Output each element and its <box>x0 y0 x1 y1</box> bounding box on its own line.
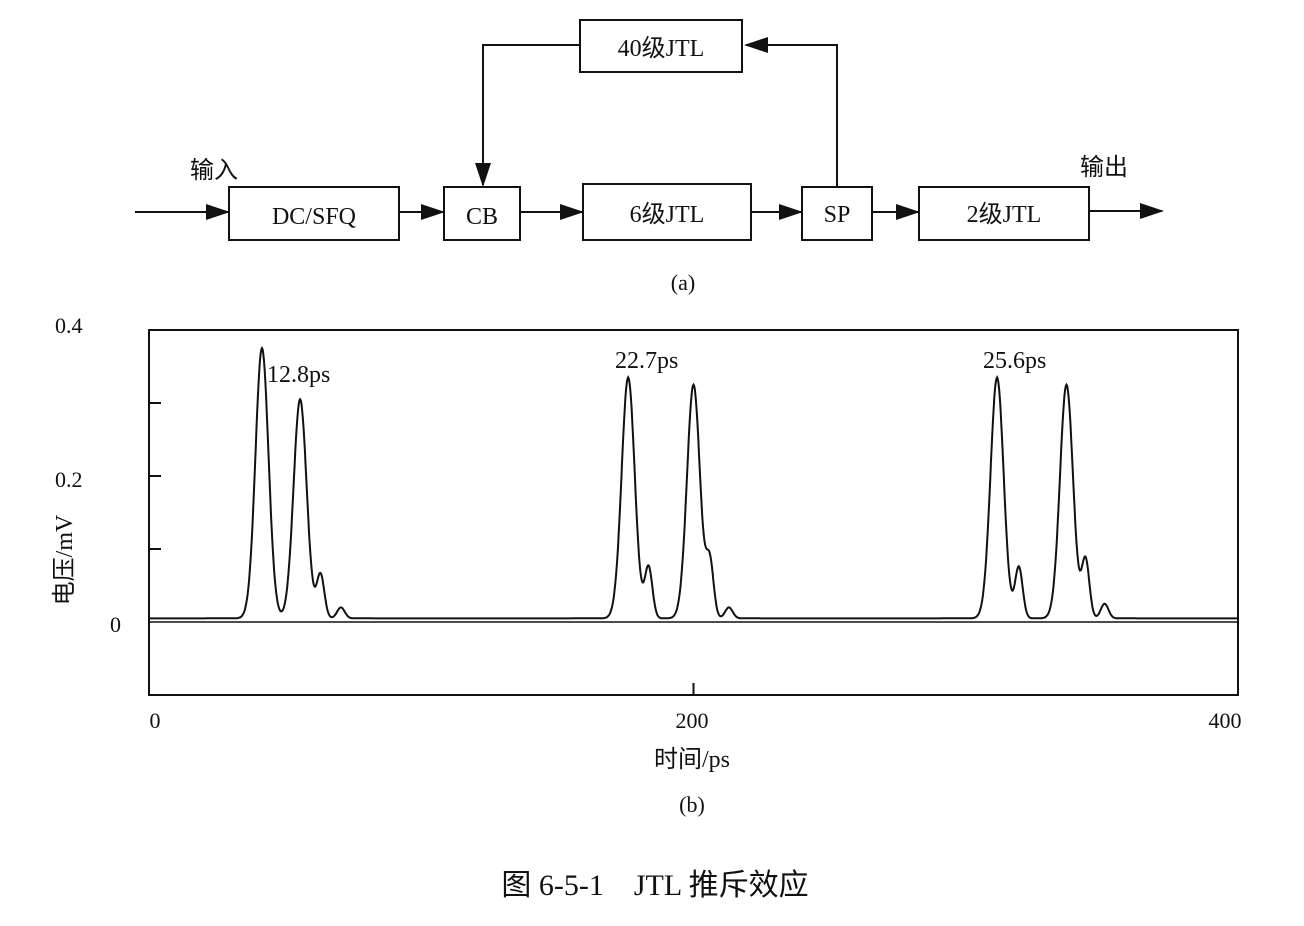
xtick-label-0: 0 <box>150 708 161 733</box>
figure-caption: 图 6-5-1 JTL 推斥效应 <box>501 869 808 902</box>
ytick-label-0: 0 <box>110 612 121 637</box>
chart-label: (b) <box>679 792 705 817</box>
block-sp <box>801 186 873 241</box>
block-jtl2-label: 2级JTL <box>967 201 1042 228</box>
block-dcsfq-label: DC/SFQ <box>272 204 356 230</box>
block-cb <box>443 186 521 241</box>
annotation-22.7ps: 22.7ps <box>615 348 678 374</box>
input-label: 输入 <box>190 157 238 184</box>
x-axis-label: 时间/ps <box>654 746 730 773</box>
xtick-label-200: 200 <box>676 708 709 733</box>
annotation-25.6ps: 25.6ps <box>983 348 1046 374</box>
ytick-label-0.4: 0.4 <box>55 313 83 338</box>
ytick-label-0.2: 0.2 <box>55 467 83 492</box>
annotation-12.8ps: 12.8ps <box>267 362 330 388</box>
block-jtl6 <box>582 183 752 241</box>
feedback-arrow-sp-jtl40 <box>744 37 838 187</box>
block-cb-label: CB <box>466 204 498 230</box>
block-sp-label: SP <box>824 202 851 228</box>
voltage-series-line <box>149 345 1238 620</box>
block-jtl6-label: 6级JTL <box>630 201 705 228</box>
block-jtl2 <box>918 186 1090 241</box>
output-label: 输出 <box>1080 154 1128 181</box>
xtick-label-400: 400 <box>1209 708 1242 733</box>
block-jtl40 <box>579 19 743 73</box>
chart: 0.4 0.2 0 0 200 400 时间/ps 电压/mV 12.8ps 2… <box>51 313 1242 817</box>
feedback-arrow-jtl40-cb <box>475 44 580 187</box>
block-diagram: 输入 输出 DC/SFQ CB 6级JTL SP 2级JTL 40级JTL (a… <box>135 19 1164 295</box>
diagram-label: (a) <box>671 270 695 295</box>
block-jtl40-label: 40级JTL <box>618 35 705 62</box>
block-dcsfq <box>228 186 400 241</box>
y-axis-label: 电压/mV <box>51 514 78 605</box>
